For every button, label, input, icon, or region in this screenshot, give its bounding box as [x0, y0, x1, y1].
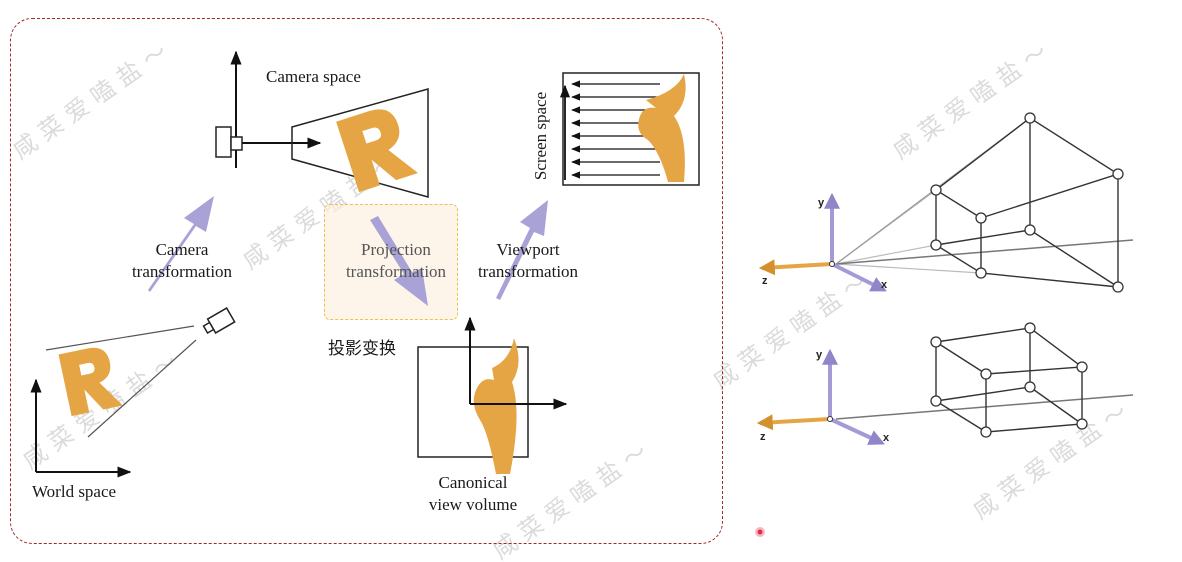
orthographic-box-group: y z x [756, 322, 1134, 445]
world-space-label: World space [32, 482, 117, 501]
camera-transform-arrow [148, 196, 214, 292]
ortho-y-label: y [816, 349, 823, 361]
frustum-y-label: y [818, 197, 825, 209]
projection-highlight-box [324, 204, 458, 320]
world-r-letter [58, 347, 123, 417]
ortho-x-axis [829, 417, 885, 445]
frustum-x-label: x [881, 279, 888, 291]
canonical-volume-group [417, 316, 568, 474]
perspective-frustum-group: y z x [758, 112, 1134, 293]
ortho-z-axis [756, 414, 831, 431]
canonical-view-volume-label: Canonical view volume [428, 473, 518, 514]
view-frustum [291, 88, 429, 198]
camera-space-group [215, 50, 429, 198]
camera-space-label: Camera space [266, 67, 361, 86]
camera-body [215, 126, 232, 158]
frustum-z-axis [758, 259, 833, 276]
camera-lens [230, 136, 243, 151]
projection-transformation-label: Projection transformation [345, 240, 447, 281]
world-view-ray [45, 325, 195, 351]
camera-r-letter [336, 109, 418, 193]
projection-cn-label: 投影变换 [328, 339, 396, 359]
camera-transformation-label: Camera transformation [131, 240, 233, 281]
record-dot [757, 529, 763, 535]
screen-space-label: Screen space [531, 91, 550, 181]
viewport-transform-arrow [496, 200, 548, 300]
frustum-x-axis [831, 262, 887, 292]
world-camera-icon [202, 307, 236, 334]
frustum-z-label: z [762, 275, 768, 287]
ortho-z-label: z [760, 431, 766, 443]
canonical-r-letter [473, 338, 519, 474]
screen-space-group [559, 72, 700, 186]
pipeline-frame [10, 18, 723, 544]
viewport-transformation-label: Viewport transformation [477, 240, 579, 281]
ortho-x-label: x [883, 432, 890, 444]
world-space-group [30, 307, 236, 478]
world-view-ray [87, 339, 197, 438]
screen-r-letter [638, 74, 686, 182]
projection-transform-arrow [370, 216, 428, 306]
